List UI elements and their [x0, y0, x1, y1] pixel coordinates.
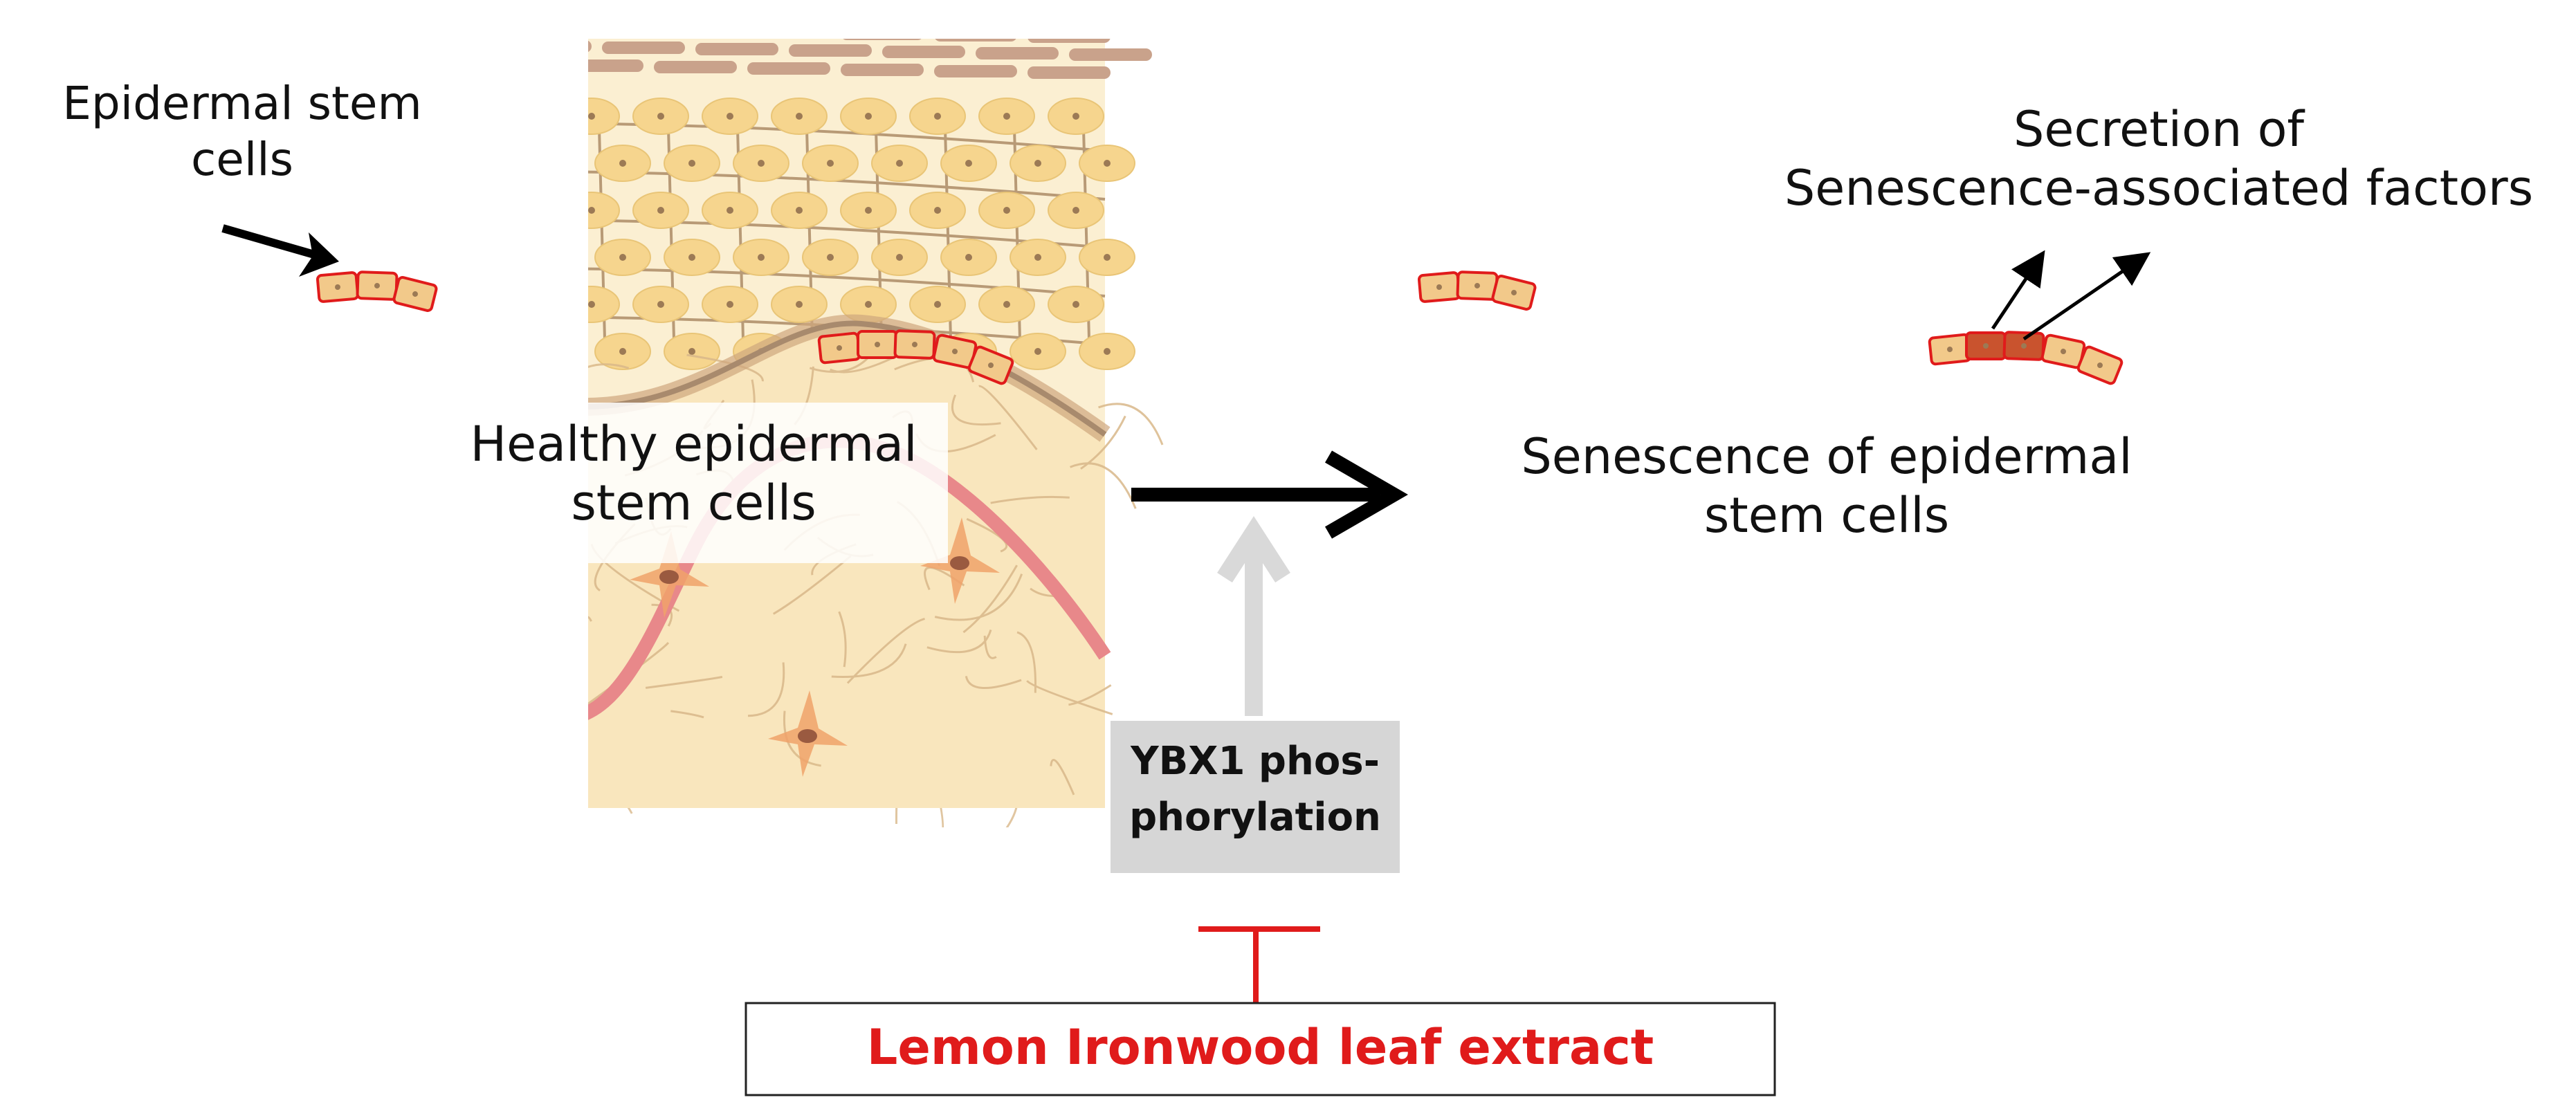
- healthy-label-bg: [439, 403, 948, 563]
- secretion-label-line2: Senescence-associated factors: [1784, 160, 2534, 217]
- process-label-line1: YBX1 phos-: [1131, 739, 1380, 784]
- process-box-label: YBX1 phos- phorylation: [1111, 733, 1400, 845]
- process-box: [1111, 721, 1400, 873]
- left-skin-illustration: [588, 39, 1164, 827]
- senescence-label-line1: Senescence of epidermal: [1521, 428, 2132, 485]
- inhibition-symbol: [1198, 926, 1320, 1003]
- secretion-label-line1: Secretion of: [2013, 101, 2305, 158]
- stem-cells-callout-line1: Epidermal stem: [62, 77, 422, 130]
- stem-cell-cluster-left-2: [817, 329, 1014, 385]
- healthy-label-line2: stem cells: [571, 475, 816, 532]
- healthy-label-line1: Healthy epidermal: [470, 416, 917, 472]
- secretion-arrow-1: [1991, 250, 2045, 330]
- stem-cells-callout-bg: [315, 61, 453, 220]
- main-flow-arrow: [1131, 450, 1408, 539]
- stem-cells-callout: Epidermal stem cells: [28, 76, 457, 187]
- secretion-arrow-2: [2022, 252, 2151, 341]
- inhibitor-label: Lemon Ironwood leaf extract: [866, 1019, 1654, 1076]
- secretion-label: Secretion of Senescence-associated facto…: [1771, 100, 2546, 219]
- stem-cell-cluster-right-2: [1928, 331, 2123, 385]
- senescence-label-line2: stem cells: [1703, 487, 1950, 544]
- callout-arrow-head: [299, 232, 339, 277]
- stem-cells-callout-line2: cells: [191, 132, 293, 186]
- healthy-stem-cells-label: Healthy epidermal stem cells: [439, 415, 948, 533]
- stem-cell-cluster-left-1: [316, 270, 438, 312]
- senescence-label-bg: [1491, 415, 2162, 578]
- process-label-line2: phorylation: [1129, 795, 1381, 841]
- senescence-stem-cells-label: Senescence of epidermal stem cells: [1491, 428, 2162, 546]
- inhibitor-box: [745, 1002, 1776, 1096]
- skin-art-left: [588, 39, 1164, 827]
- callout-arrow: [221, 224, 325, 261]
- activation-arrow: [1217, 516, 1290, 716]
- stem-cell-cluster-right-1: [1417, 270, 1537, 311]
